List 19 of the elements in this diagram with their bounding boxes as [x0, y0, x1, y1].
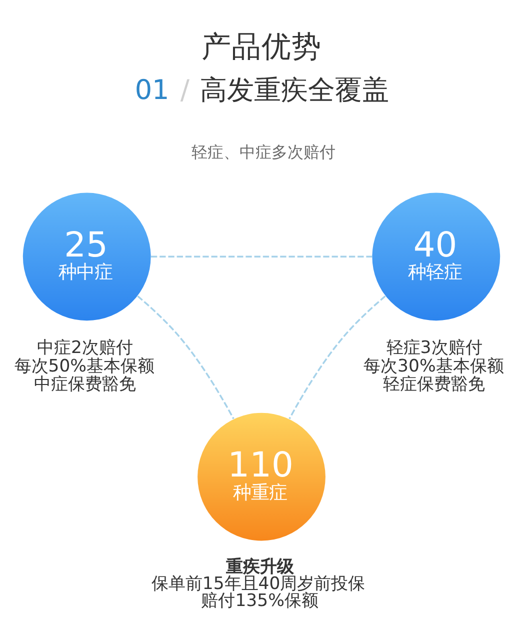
node-circle: 25 种中症	[22, 192, 151, 321]
node-label: 轻症3次赔付	[386, 338, 482, 358]
node-circle: 40 种轻症	[372, 192, 500, 321]
diagram-title: 产品优势	[202, 29, 322, 64]
node-circle: 110 种重症	[198, 412, 326, 541]
node-label: 重疾升级	[226, 556, 294, 577]
connector	[151, 256, 372, 258]
connector	[137, 296, 234, 420]
label: 高发重疾全覆盖	[200, 74, 390, 106]
label: 01	[134, 74, 170, 106]
node-label: 赔付135%保额	[201, 591, 318, 612]
node-label: 每次50%基本保额	[14, 356, 155, 376]
node-label: 中症保费豁免	[34, 374, 136, 395]
node-label: 中症2次赔付	[37, 338, 134, 358]
connector	[288, 296, 386, 420]
label: /	[180, 74, 190, 106]
label: 轻症、中症多次赔付	[191, 142, 336, 162]
node-label: 每次30%基本保额	[364, 356, 504, 376]
node-label: 轻症保费豁免	[383, 374, 486, 395]
